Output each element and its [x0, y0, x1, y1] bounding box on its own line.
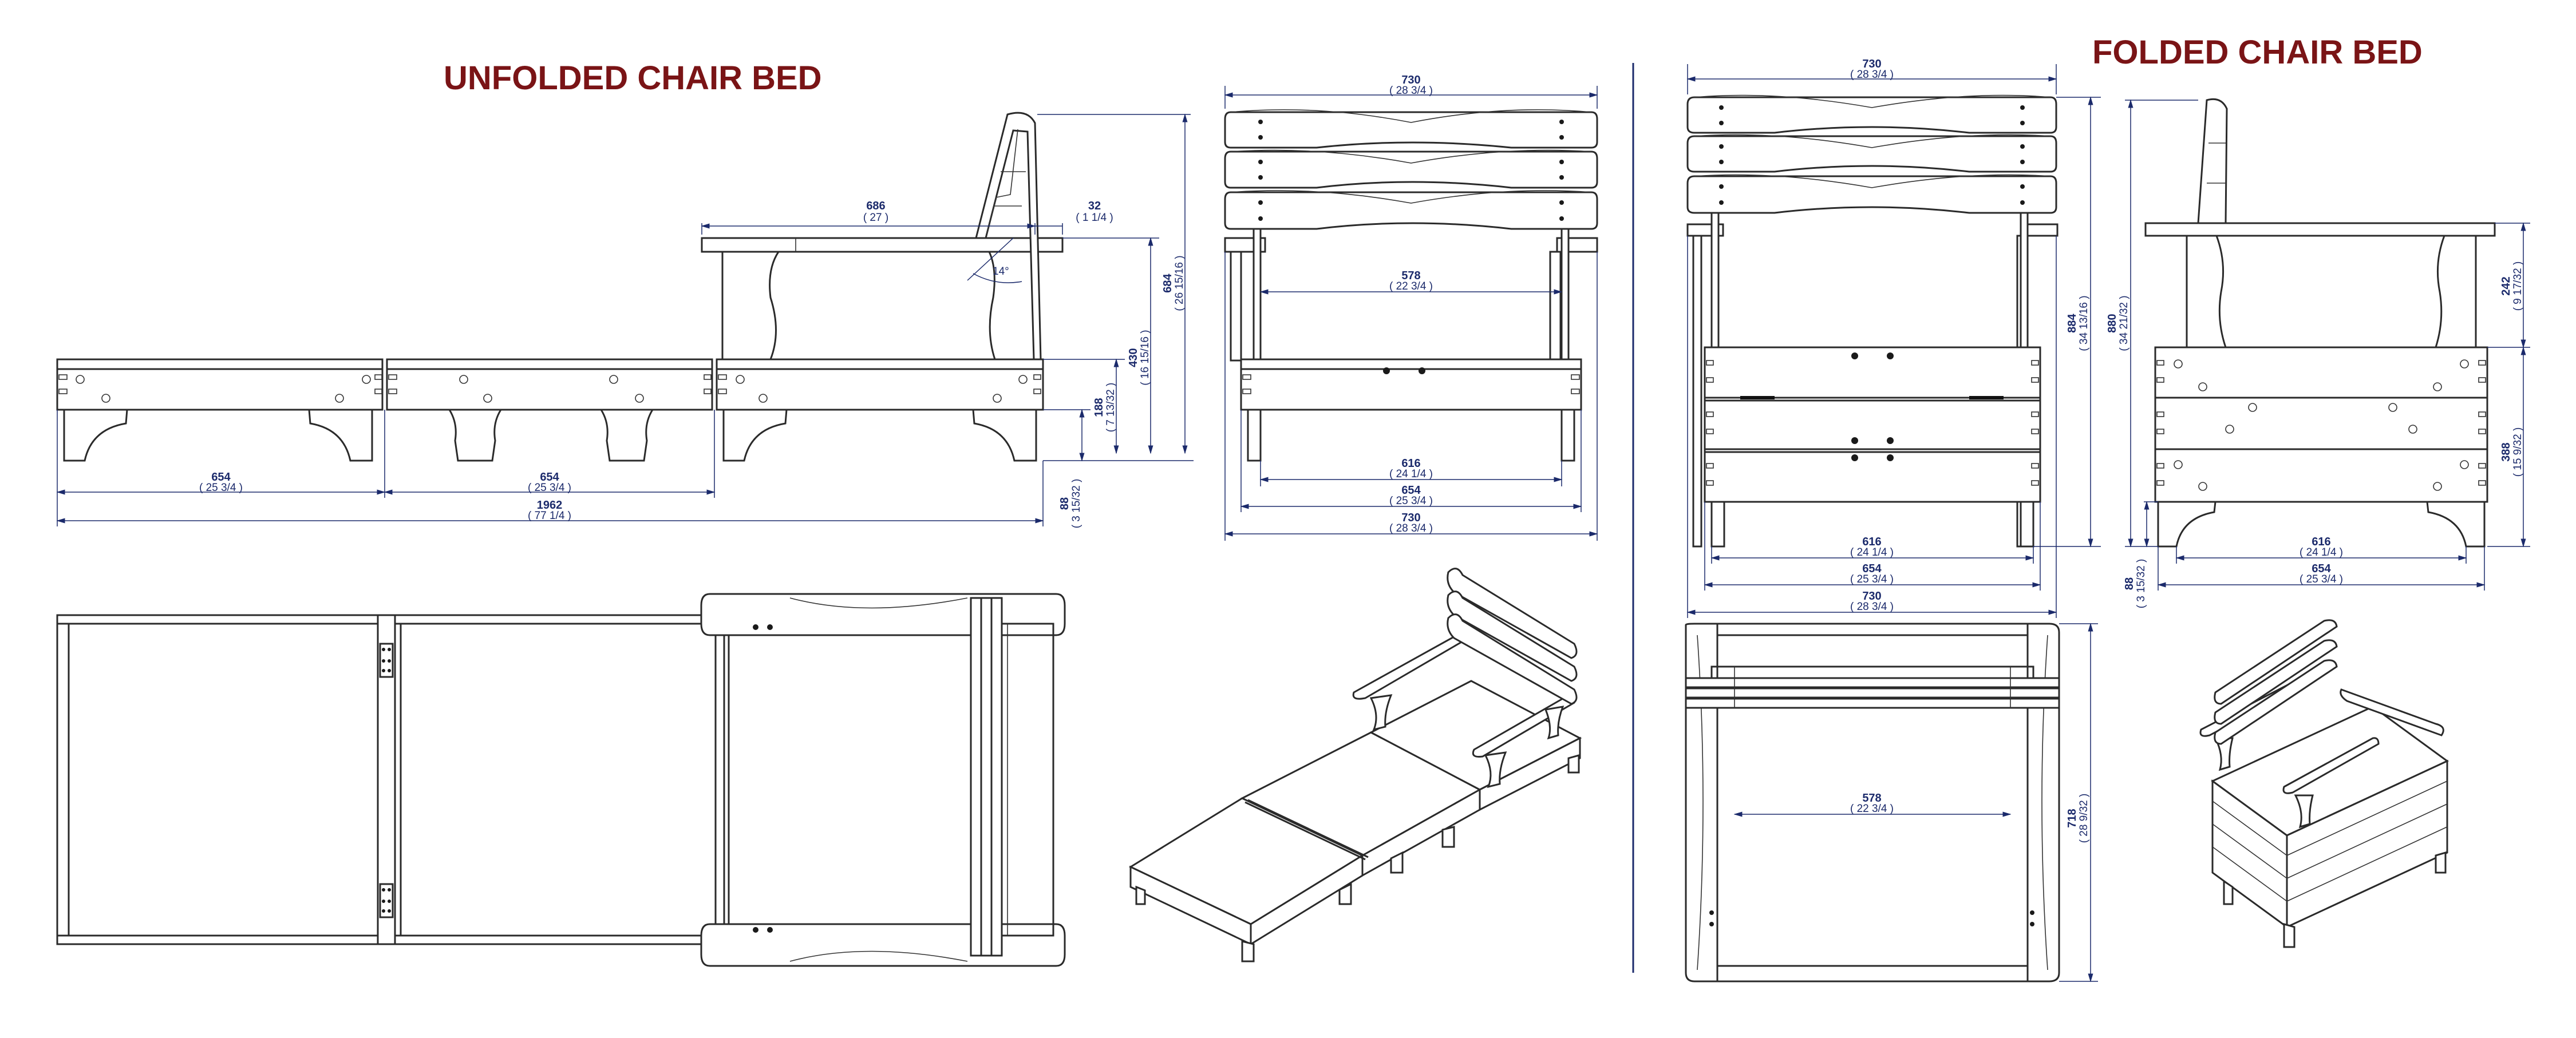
- dim-884-mm: 884: [2066, 313, 2079, 332]
- dim-884-in: ( 34 13/16 ): [2078, 295, 2090, 351]
- dim-654b-mm: 654: [540, 471, 559, 484]
- unfolded-isometric-view: [1128, 568, 1582, 962]
- unfolded-top-view: [56, 593, 1066, 967]
- dim-32-mm: 32: [1088, 200, 1101, 212]
- dim-880-in: ( 34 21/32 ): [2118, 295, 2130, 351]
- dim-388-in: ( 15 9/32 ): [2512, 427, 2524, 477]
- dim-730-folded-top-mm: 730: [1862, 58, 1881, 70]
- dim-578-mm: 578: [1401, 270, 1420, 282]
- dim-242-in: ( 9 17/32 ): [2512, 262, 2524, 311]
- dim-654-folded-in: ( 25 3/4 ): [1850, 573, 1894, 585]
- dim-654a-mm: 654: [211, 471, 231, 484]
- dim-730-bottom-in: ( 28 3/4 ): [1389, 522, 1433, 534]
- dim-88-folded-mm: 88: [2123, 577, 2136, 590]
- dim-684-in: ( 26 15/16 ): [1174, 255, 1186, 311]
- dim-654a-in: ( 25 3/4 ): [199, 482, 243, 494]
- dim-88-mm: 88: [1058, 497, 1071, 510]
- unfolded-side-view: 14° 686 ( 27 ) 32 ( 1 1/4 ) 684 ( 26 15/…: [56, 112, 1194, 529]
- dim-616-side-in: ( 24 1/4 ): [2300, 546, 2343, 558]
- dim-730-folded-bottom-mm: 730: [1862, 590, 1881, 603]
- dim-242-mm: 242: [2500, 276, 2512, 295]
- dim-684-mm: 684: [1161, 273, 1174, 292]
- dim-616-mm: 616: [1401, 457, 1420, 470]
- dim-718-in: ( 28 9/32 ): [2078, 794, 2090, 843]
- dim-718-mm: 718: [2066, 809, 2079, 827]
- dim-430-mm: 430: [1127, 348, 1140, 367]
- folded-isometric-view: [2199, 619, 2449, 948]
- dim-88-in: ( 3 15/32 ): [1070, 479, 1082, 529]
- dim-388-mm: 388: [2500, 442, 2512, 461]
- dim-730-bottom-mm: 730: [1401, 512, 1420, 524]
- folded-title: FOLDED CHAIR BED: [2092, 34, 2423, 71]
- dim-730-top-in: ( 28 3/4 ): [1389, 85, 1433, 97]
- dim-616-folded-mm: 616: [1862, 536, 1881, 548]
- angle-label: 14°: [993, 266, 1009, 278]
- dim-730-top-mm: 730: [1401, 74, 1420, 86]
- dim-686-mm: 686: [866, 200, 885, 212]
- unfolded-front-view: 730 ( 28 3/4 ) 578 ( 22 3/4 ) 616 ( 24 1…: [1224, 74, 1598, 541]
- dim-188-mm: 188: [1093, 398, 1105, 417]
- dim-616-in: ( 24 1/4 ): [1389, 468, 1433, 480]
- dim-654-side-in: ( 25 3/4 ): [2300, 573, 2343, 585]
- dim-1962-in: ( 77 1/4 ): [528, 510, 571, 522]
- dim-32-in: ( 1 1/4 ): [1076, 212, 1113, 224]
- dim-730-folded-bottom-in: ( 28 3/4 ): [1850, 601, 1894, 613]
- dim-578-folded-mm: 578: [1862, 792, 1881, 805]
- dim-88-folded-in: ( 3 15/32 ): [2135, 559, 2147, 609]
- folded-front-view: 730 ( 28 3/4 ) 884 ( 34 13/16 ) 616 ( 24…: [1686, 58, 2101, 618]
- dim-654-folded-mm: 654: [1862, 562, 1882, 575]
- dim-654-front-in: ( 25 3/4 ): [1389, 495, 1433, 507]
- dim-880-mm: 880: [2106, 314, 2119, 332]
- dim-616-side-mm: 616: [2312, 536, 2330, 548]
- dim-578-in: ( 22 3/4 ): [1389, 280, 1433, 292]
- dim-616-folded-in: ( 24 1/4 ): [1850, 546, 1894, 558]
- dim-188-in: ( 7 13/32 ): [1105, 383, 1117, 433]
- unfolded-title: UNFOLDED CHAIR BED: [444, 60, 822, 97]
- folded-side-view: 880 ( 34 21/32 ) 242 ( 9 17/32 ) 388 ( 1…: [2106, 98, 2530, 609]
- dim-430-in: ( 16 15/16 ): [1139, 330, 1151, 385]
- dim-578-folded-in: ( 22 3/4 ): [1850, 803, 1894, 815]
- dim-654-side-mm: 654: [2312, 562, 2331, 575]
- dim-654b-in: ( 25 3/4 ): [528, 482, 571, 494]
- dim-1962-mm: 1962: [537, 499, 563, 512]
- folded-top-view: 578 ( 22 3/4 ) 718 ( 28 9/32 ): [1685, 623, 2098, 982]
- dim-654-front-mm: 654: [1401, 484, 1421, 497]
- dim-730-folded-top-in: ( 28 3/4 ): [1850, 69, 1894, 81]
- dim-686-in: ( 27 ): [863, 212, 888, 224]
